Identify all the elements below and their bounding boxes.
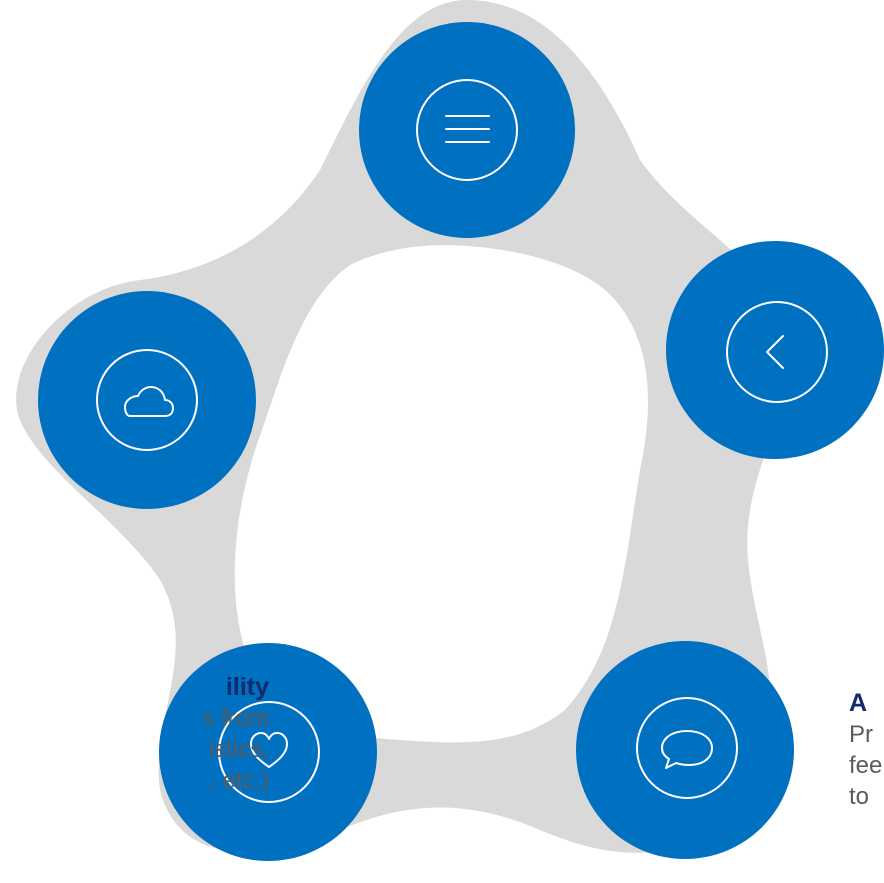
right-text-block: A Pr fee to [849, 687, 882, 812]
heart-icon [218, 701, 320, 803]
right-block-line: to [849, 783, 870, 810]
menu-icon [416, 79, 518, 181]
node-bottom-right [576, 641, 794, 859]
node-bottom-left [159, 643, 377, 861]
node-right [666, 241, 884, 459]
cloud-icon [96, 349, 198, 451]
chevron-left-icon [726, 301, 828, 403]
ring-shape [16, 0, 800, 853]
speech-bubble-icon [636, 697, 738, 799]
left-block-line: , etc.) [208, 767, 269, 794]
right-block-line: Pr [849, 721, 873, 748]
node-left [38, 291, 256, 509]
left-block-heading: ility [225, 673, 269, 701]
left-block-line: istics, [209, 736, 269, 763]
left-text-block: ility s from istics, , etc.) [202, 671, 269, 796]
left-block-line: s from [202, 705, 269, 732]
right-block-line: fee [849, 752, 883, 779]
node-top [359, 22, 575, 238]
right-block-heading: A [849, 689, 868, 717]
